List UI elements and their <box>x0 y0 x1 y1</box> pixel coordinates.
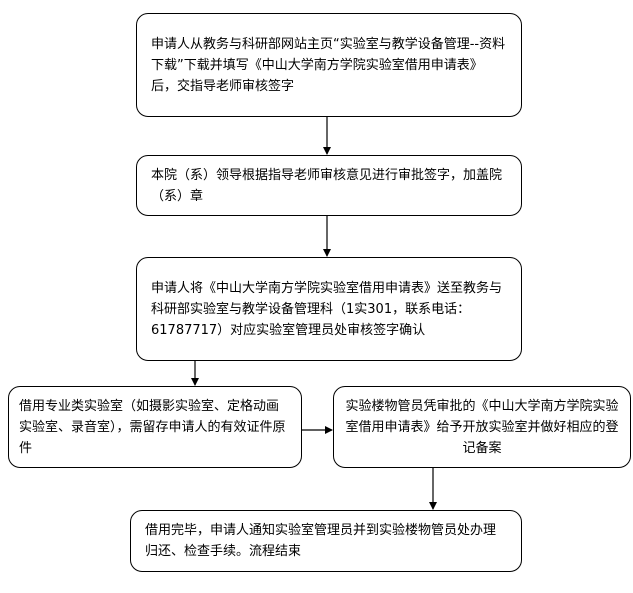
step-4-box: 借用专业类实验室（如摄影实验室、定格动画实验室、录音室），需留存申请人的有效证件… <box>8 386 302 468</box>
step-2-text: 本院（系）领导根据指导老师审核意见进行审批签字，加盖院（系）章 <box>151 167 503 204</box>
step-4-text: 借用专业类实验室（如摄影实验室、定格动画实验室、录音室），需留存申请人的有效证件… <box>19 398 286 456</box>
step-3-text: 申请人将《中山大学南方学院实验室借用申请表》送至教务与科研部实验室与教学设备管理… <box>151 280 503 338</box>
step-5-box: 实验楼物管员凭审批的《中山大学南方学院实验室借用申请表》给予开放实验室并做好相应… <box>333 386 631 468</box>
step-6-text: 借用完毕，申请人通知实验室管理员并到实验楼物管员处办理归还、检查手续。流程结束 <box>145 523 497 559</box>
step-5-text: 实验楼物管员凭审批的《中山大学南方学院实验室借用申请表》给予开放实验室并做好相应… <box>345 398 619 456</box>
step-3-box: 申请人将《中山大学南方学院实验室借用申请表》送至教务与科研部实验室与教学设备管理… <box>136 257 522 361</box>
step-2-box: 本院（系）领导根据指导老师审核意见进行审批签字，加盖院（系）章 <box>136 155 522 216</box>
step-6-box: 借用完毕，申请人通知实验室管理员并到实验楼物管员处办理归还、检查手续。流程结束 <box>130 510 522 572</box>
step-1-text: 申请人从教务与科研部网站主页“实验室与教学设备管理--资料下载”下载并填写《中山… <box>151 36 506 94</box>
step-1-box: 申请人从教务与科研部网站主页“实验室与教学设备管理--资料下载”下载并填写《中山… <box>136 13 522 117</box>
